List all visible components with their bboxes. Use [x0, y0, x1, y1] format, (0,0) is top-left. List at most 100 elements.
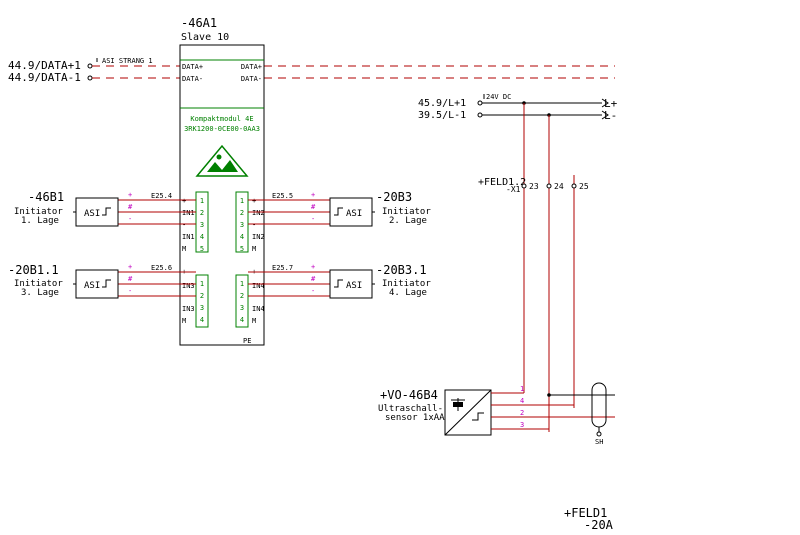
arrow-right-icon	[601, 110, 609, 120]
terminal-23: 23	[529, 182, 539, 191]
terminal-x: -X1	[506, 185, 521, 194]
port-top-right: 1 2 3 4 5 + IN2 - IN2 M E25.5	[235, 191, 293, 253]
port-plus: +	[252, 197, 256, 205]
pin-3: 3	[240, 304, 244, 312]
switch-symbol-icon	[334, 279, 343, 288]
mark-plus: +	[128, 191, 132, 199]
port-address: E25.7	[272, 264, 293, 272]
sensor-asi-label: ASI	[346, 281, 362, 291]
ultrasonic-pin-2: 2	[520, 409, 524, 417]
pin-5: 5	[240, 245, 244, 253]
sensor-20B3: -20B3 Initiator 2. Lage ASI	[329, 190, 431, 227]
pin-4: 4	[240, 316, 244, 324]
bus-data-minus-label: 44.9/DATA-1	[8, 71, 81, 84]
vertical-drops	[523, 103, 615, 432]
port-address: E25.4	[151, 192, 172, 200]
sensor-wires	[118, 199, 330, 297]
pin-2: 2	[200, 209, 204, 217]
module-slave: Slave 10	[181, 32, 229, 43]
sensor-desc-2: 4. Lage	[389, 288, 427, 298]
sensor-desc-2: 1. Lage	[21, 216, 59, 226]
mark-mid: #	[311, 275, 316, 283]
pin-2: 2	[240, 209, 244, 217]
asi-bus: 44.9/DATA+1 44.9/DATA-1 ASI STRANG 1	[8, 57, 615, 84]
pin-4: 4	[200, 233, 204, 241]
power-l2-label: 39.5/L-1	[418, 110, 466, 121]
port-m: M	[182, 245, 186, 253]
port-address: E25.6	[151, 264, 172, 272]
ultrasonic-box	[444, 389, 492, 436]
sensor-tag: -20B3.1	[376, 263, 427, 277]
pin-1: 1	[240, 197, 244, 205]
terminal-tag: +FELD1.2	[478, 177, 526, 188]
port-in-label: IN4	[252, 282, 265, 290]
sensor-desc-1: Initiator	[14, 207, 63, 217]
sensor-desc-2: 3. Lage	[21, 288, 59, 298]
asi-strang-label: ASI STRANG 1	[102, 57, 153, 65]
module-data-plus-right: DATA+	[241, 63, 262, 71]
pin-3: 3	[200, 221, 204, 229]
module-data-minus-right: DATA-	[241, 75, 262, 83]
sensor-tag: -20B1.1	[8, 263, 59, 277]
pin-3: 3	[200, 304, 204, 312]
sensor-desc-1: Initiator	[382, 207, 431, 217]
footer-line-2: -20A	[584, 518, 614, 532]
sensor-desc-2: 2. Lage	[389, 216, 427, 226]
module-data-plus-left: DATA+	[182, 63, 203, 71]
power-supply: 45.9/L+1 39.5/L-1 24V DC L+ L-	[418, 93, 618, 122]
ultrasonic-pin-3: 3	[520, 421, 524, 429]
bus-terminal-minus	[87, 75, 93, 81]
mark-minus: -	[311, 287, 315, 295]
module-tag: -46A1	[181, 16, 217, 30]
sensor-20B3-1: -20B3.1 Initiator 4. Lage ASI	[329, 263, 431, 299]
module-46A1: -46A1 Slave 10 DATA+ DATA- DATA+ DATA- K…	[179, 16, 265, 346]
port-minus: -	[252, 221, 256, 229]
ultrasonic-sensor: +VO-46B4 Ultraschall- sensor 1xAA 1 4 2 …	[378, 385, 615, 436]
port-in-label-2: IN4	[252, 305, 265, 313]
mark-minus: -	[128, 215, 132, 223]
module-pe-label: PE	[243, 337, 251, 345]
terminal-25: 25	[579, 182, 589, 191]
mark-plus: +	[311, 191, 315, 199]
mark-plus: +	[128, 263, 132, 271]
ultrasonic-emitter-icon	[451, 398, 465, 411]
switch-symbol-icon	[472, 412, 484, 421]
shield-label: SH	[595, 438, 603, 446]
sensor-asi-label: ASI	[84, 209, 100, 219]
mark-minus: -	[311, 215, 315, 223]
ultrasonic-pin-1: 1	[520, 385, 524, 393]
power-l1-label: 45.9/L+1	[418, 98, 466, 109]
pin-1: 1	[200, 197, 204, 205]
footer-line-1: +FELD1	[564, 506, 607, 520]
module-order-number: 3RK1200-0CE00-0AA3	[184, 125, 260, 133]
sensor-tag: -20B3	[376, 190, 412, 204]
pin-1: 1	[240, 280, 244, 288]
shield-icon	[591, 382, 607, 428]
module-name: Kompaktmodul 4E	[190, 115, 253, 123]
port-top-left: 1 2 3 4 5 + IN1 - IN1 M E25.4	[151, 191, 209, 253]
port-plus: +	[182, 197, 186, 205]
pin-3: 3	[240, 221, 244, 229]
pin-4: 4	[200, 316, 204, 324]
port-m: M	[252, 245, 256, 253]
sensor-desc-1: Initiator	[382, 279, 431, 289]
module-outline	[179, 44, 265, 346]
sensor-tag: -46B1	[28, 190, 64, 204]
port-in-label: IN2	[252, 209, 265, 217]
power-out-minus: L-	[604, 109, 617, 122]
bus-data-plus-label: 44.9/DATA+1	[8, 59, 81, 72]
pin-4: 4	[240, 233, 244, 241]
sensor-desc-1: Initiator	[14, 279, 63, 289]
sensor-46B1: -46B1 Initiator 1. Lage ASI	[14, 190, 119, 227]
mark-mid: #	[128, 203, 133, 211]
ultrasonic-desc-1: Ultraschall-	[378, 404, 443, 414]
terminal-strip: +FELD1.2 -X1 23 24 25	[478, 177, 589, 194]
mark-plus: +	[311, 263, 315, 271]
pin-5: 5	[200, 245, 204, 253]
bus-terminal-plus	[87, 63, 93, 69]
power-dc-label: 24V DC	[486, 93, 511, 101]
pin-1: 1	[200, 280, 204, 288]
wire-marks: + # - + # - + # - + # -	[128, 191, 316, 295]
port-minus: -	[182, 221, 186, 229]
